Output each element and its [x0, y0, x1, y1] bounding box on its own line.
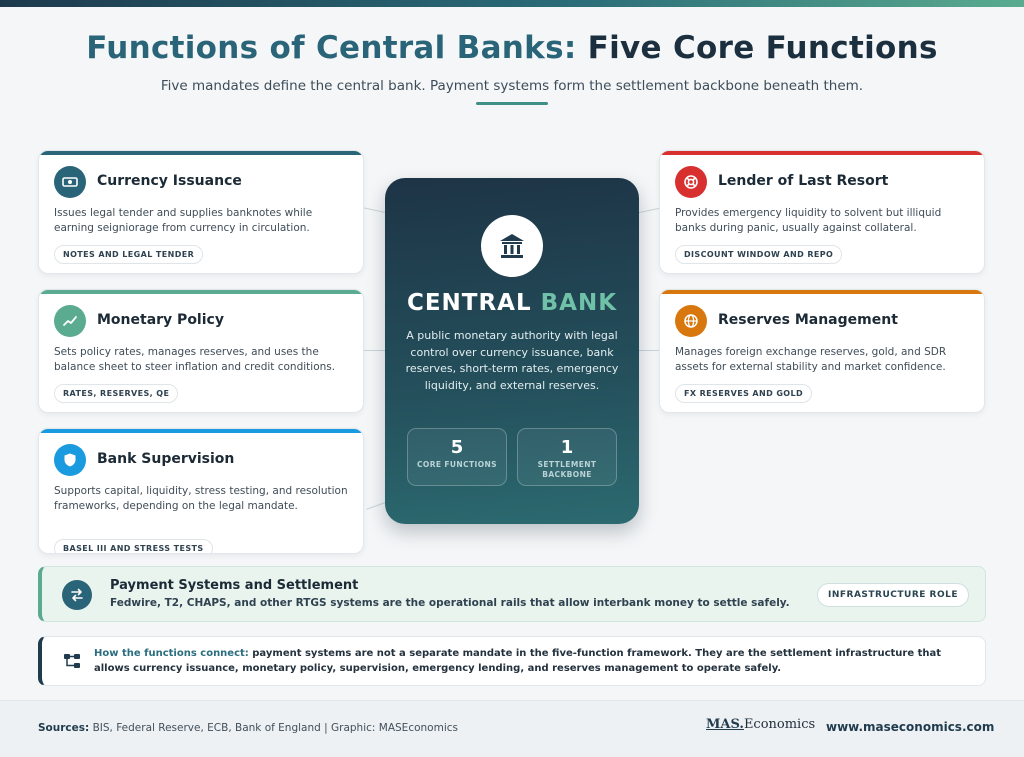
sources-text: BIS, Federal Reserve, ECB, Bank of Engla…: [89, 722, 458, 734]
card-tag: RATES, RESERVES, QE: [54, 384, 179, 403]
exchange-arrows-icon: [62, 580, 92, 610]
website-link[interactable]: www.maseconomics.com: [826, 720, 995, 734]
card-tag: BASEL III AND STRESS TESTS: [54, 539, 213, 553]
shield-icon: [54, 444, 86, 476]
function-card-monetary-policy: Monetary Policy Sets policy rates, manag…: [38, 289, 364, 413]
bank-building-icon: [481, 215, 543, 277]
card-tag: NOTES AND LEGAL TENDER: [54, 245, 204, 264]
network-icon: [64, 654, 80, 668]
title-divider: [476, 102, 548, 105]
note-text: How the functions connect: payment syste…: [94, 646, 974, 676]
card-description: Manages foreign exchange reserves, gold,…: [675, 346, 947, 373]
card-title: Monetary Policy: [97, 312, 224, 328]
card-title: Bank Supervision: [97, 451, 235, 467]
payment-title: Payment Systems and Settlement: [110, 578, 359, 593]
function-card-bank-supervision: Bank Supervision Supports capital, liqui…: [38, 428, 364, 554]
card-tag: FX RESERVES AND GOLD: [675, 384, 813, 403]
card-accent-stripe: [39, 151, 363, 155]
note-body: payment systems are not a separate manda…: [94, 648, 942, 674]
function-card-currency-issuance: Currency Issuance Issues legal tender an…: [38, 150, 364, 274]
maseconomics-logo: MAS.Economics: [706, 717, 816, 732]
globe-icon: [675, 305, 707, 337]
function-card-lender-of-last-resort: Lender of Last Resort Provides emergency…: [659, 150, 985, 274]
infrastructure-role-badge: INFRASTRUCTURE ROLE: [816, 583, 969, 607]
hub-title: CENTRAL BANK: [385, 290, 639, 316]
card-title: Currency Issuance: [97, 173, 242, 189]
function-card-reserves-management: Reserves Management Manages foreign exch…: [659, 289, 985, 413]
central-bank-hub: CENTRAL BANK A public monetary authority…: [385, 178, 639, 524]
sources-label: Sources:: [38, 722, 90, 734]
hub-title-word-2: BANK: [540, 290, 618, 316]
top-accent-bar: [0, 0, 1024, 7]
stat-value: 5: [450, 437, 464, 458]
card-accent-stripe: [660, 151, 984, 155]
banknote-icon: [54, 166, 86, 198]
card-title: Reserves Management: [718, 312, 898, 328]
footer: Sources: BIS, Federal Reserve, ECB, Bank…: [0, 700, 1024, 757]
card-description: Issues legal tender and supplies banknot…: [54, 207, 313, 234]
card-accent-stripe: [39, 429, 363, 433]
note-lead: How the functions connect:: [94, 648, 249, 659]
page-subtitle: Five mandates define the central bank. P…: [160, 78, 864, 94]
stat-value: 1: [560, 437, 574, 458]
stat-settlement-backbone: 1 SETTLEMENT BACKBONE: [517, 428, 617, 486]
connector-line: [637, 207, 661, 214]
connector-line: [364, 350, 386, 351]
payment-description: Fedwire, T2, CHAPS, and other RTGS syste…: [110, 597, 790, 609]
card-tag: DISCOUNT WINDOW AND REPO: [675, 245, 843, 264]
payment-systems-bar: Payment Systems and Settlement Fedwire, …: [38, 566, 986, 622]
page-title: Functions of Central Banks: Five Core Fu…: [0, 30, 1024, 66]
functions-connect-note: How the functions connect: payment syste…: [38, 636, 986, 686]
card-accent-stripe: [39, 290, 363, 294]
lifebuoy-icon: [675, 166, 707, 198]
hub-title-word-1: CENTRAL: [406, 290, 532, 316]
title-part-2: Five Core Functions: [587, 30, 938, 66]
hub-description: A public monetary authority with legal c…: [405, 329, 619, 392]
stat-label: CORE FUNCTIONS: [417, 460, 497, 469]
card-accent-stripe: [660, 290, 984, 294]
sources-credit: Sources: BIS, Federal Reserve, ECB, Bank…: [38, 722, 458, 734]
stat-label: SETTLEMENT BACKBONE: [537, 460, 597, 479]
card-description: Sets policy rates, manages reserves, and…: [54, 346, 336, 373]
card-title: Lender of Last Resort: [718, 173, 889, 189]
card-description: Provides emergency liquidity to solvent …: [675, 207, 942, 234]
title-part-1: Functions of Central Banks:: [86, 30, 577, 66]
connector-line: [637, 350, 661, 351]
stat-core-functions: 5 CORE FUNCTIONS: [407, 428, 507, 486]
chart-line-icon: [54, 305, 86, 337]
card-description: Supports capital, liquidity, stress test…: [54, 485, 348, 512]
